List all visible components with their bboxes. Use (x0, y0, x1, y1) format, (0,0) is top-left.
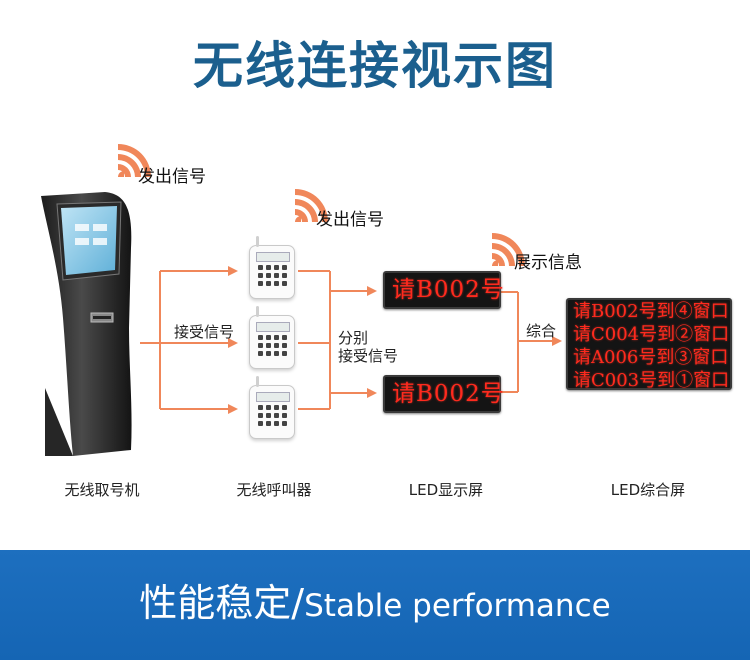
led-combined-line: 请B002号到④窗口 (573, 301, 729, 322)
label-separately-receive: 接受信号 (338, 347, 399, 365)
wifi-icon (492, 233, 525, 266)
caption-led-display: LED显示屏 (408, 481, 484, 499)
signal-label-show: 展示信息 (514, 253, 582, 273)
wireless-pager (249, 236, 295, 299)
caption-pager: 无线呼叫器 (236, 481, 312, 499)
arrows-group (140, 266, 562, 414)
led-display-text: 请B002号 (392, 277, 505, 303)
led-combined-line: 请C004号到②窗口 (573, 324, 730, 345)
label-separately: 分别 (338, 329, 369, 347)
wireless-pager (249, 306, 295, 369)
wifi-icon (295, 189, 328, 222)
caption-kiosk: 无线取号机 (64, 481, 140, 499)
label-combine: 综合 (526, 322, 557, 340)
led-combined-line: 请A006号到③窗口 (573, 347, 729, 368)
footer-text-en: Stable performance (304, 588, 611, 624)
page-title: 无线连接视示图 (193, 37, 557, 95)
signal-label-send-1: 发出信号 (138, 167, 206, 187)
wireless-pager (249, 376, 295, 439)
footer-banner (0, 550, 750, 660)
label-receive-signal: 接受信号 (174, 323, 235, 341)
led-display-text: 请B002号 (392, 381, 505, 407)
kiosk-image (41, 192, 132, 456)
footer-text: 性能稳定/Stable performance (0, 572, 750, 627)
led-display-screen: 请B002号 (383, 271, 504, 309)
footer-text-zh: 性能稳定/ (139, 581, 305, 625)
caption-led-combined: LED综合屏 (610, 481, 686, 499)
led-combined-screen: 请B002号到④窗口 请C004号到②窗口 请A006号到③窗口 请C003号到… (566, 298, 732, 391)
wifi-icon (118, 144, 151, 177)
led-display-screen: 请B002号 (383, 375, 504, 413)
led-combined-line: 请C003号到①窗口 (573, 370, 730, 391)
signal-label-send-2: 发出信号 (316, 210, 384, 230)
